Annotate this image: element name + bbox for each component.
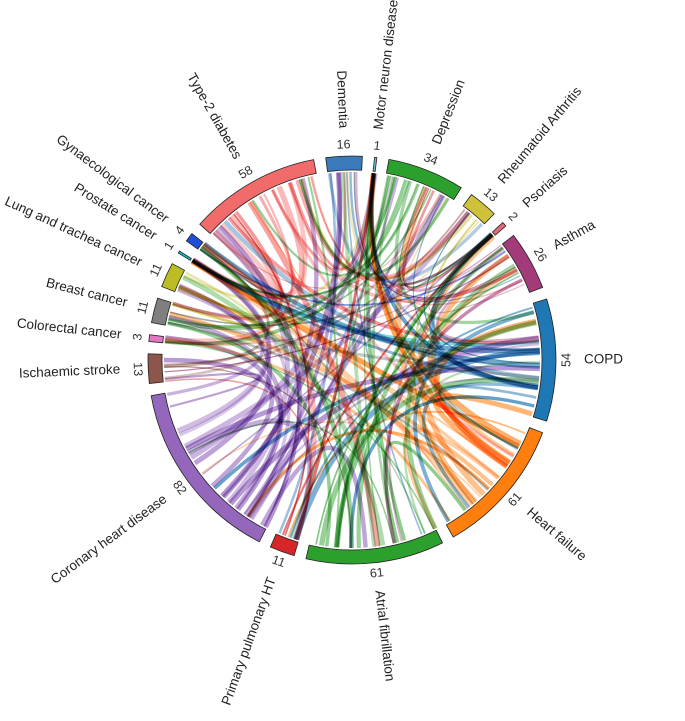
label-depression: Depression — [429, 77, 468, 146]
label-motor-neuron-disease: Motor neuron disease — [371, 0, 401, 130]
chord-coronary-heart-disease — [178, 283, 272, 466]
count-breast-cancer: 11 — [134, 299, 151, 315]
arc-dementia — [325, 155, 363, 173]
arcs-layer — [147, 155, 557, 565]
arc-copd — [532, 298, 557, 422]
chord-coronary-heart-disease — [251, 186, 428, 521]
arc-gynaecological-cancer — [185, 233, 204, 250]
chord-coronary-heart-disease — [246, 194, 446, 519]
label-breast-cancer: Breast cancer — [45, 275, 130, 310]
count-primary-pulmonary-ht: 11 — [270, 553, 287, 571]
chord-type-2-diabetes — [212, 193, 441, 289]
count-type-2-diabetes: 58 — [236, 163, 255, 182]
arc-asthma — [501, 234, 544, 293]
label-colorectal-cancer: Colorectal cancer — [16, 315, 123, 341]
chord-lung-and-trachea-cancer — [164, 271, 266, 347]
chord-atrial-fibrillation — [382, 440, 467, 543]
label-coronary-heart-disease: Coronary heart disease — [48, 491, 170, 587]
arc-motor-neuron-disease — [372, 156, 378, 172]
chord-type-2-diabetes — [191, 185, 305, 300]
chord-type-2-diabetes — [247, 200, 381, 547]
chord-atrial-fibrillation — [307, 176, 341, 548]
arc-primary-pulmonary-ht — [269, 533, 299, 557]
chord-type-2-diabetes — [229, 214, 317, 541]
label-copd: COPD — [584, 352, 623, 367]
count-copd: 54 — [559, 353, 573, 367]
arc-coronary-heart-disease — [150, 392, 267, 543]
label-rheumatoid-arthritis: Rheumatoid Arthritis — [495, 84, 585, 187]
label-asthma: Asthma — [550, 217, 598, 253]
count-rheumatoid-arthritis: 13 — [481, 185, 501, 205]
chord-type-2-diabetes — [172, 210, 284, 321]
count-atrial-fibrillation: 61 — [369, 565, 384, 581]
chord-coronary-heart-disease — [249, 377, 539, 520]
arc-lung-and-trachea-cancer — [161, 263, 186, 293]
count-motor-neuron-disease: 1 — [373, 138, 382, 153]
chord-type-2-diabetes — [287, 172, 347, 270]
count-psoriasis: 2 — [505, 209, 520, 224]
count-colorectal-cancer: 3 — [130, 333, 145, 341]
chord-ischaemic-stroke — [164, 366, 352, 549]
label-heart-failure: Heart failure — [524, 504, 590, 563]
chord-atrial-fibrillation — [403, 361, 541, 534]
chord-type-2-diabetes — [227, 216, 540, 345]
count-depression: 34 — [422, 150, 440, 168]
chord-coronary-heart-disease — [185, 365, 540, 451]
chord-type-2-diabetes — [310, 176, 493, 287]
count-lung-and-trachea-cancer: 11 — [147, 261, 165, 279]
count-prostate-cancer: 1 — [161, 239, 177, 252]
arc-heart-failure — [445, 427, 544, 538]
arc-depression — [385, 158, 462, 201]
label-type-2-diabetes: Type-2 diabetes — [184, 71, 245, 162]
chord-atrial-fibrillation — [333, 320, 537, 548]
chord-type-2-diabetes — [288, 173, 377, 271]
count-gynaecological-cancer: 4 — [172, 223, 187, 237]
chords-layer — [163, 171, 541, 549]
arc-prostate-cancer — [177, 250, 192, 261]
label-atrial-fibrillation: Atrial fibrillation — [372, 589, 397, 682]
label-lung-and-trachea-cancer: Lung and trachea cancer — [3, 193, 146, 269]
chord-heart-failure — [201, 421, 482, 498]
chord-breast-cancer — [168, 314, 540, 380]
arc-colorectal-cancer — [148, 334, 164, 344]
label-primary-pulmonary-ht: Primary pulmonary HT — [218, 575, 278, 707]
count-heart-failure: 61 — [505, 489, 525, 509]
label-psoriasis: Psoriasis — [520, 163, 571, 211]
chord-depression — [251, 180, 410, 277]
chord-type-2-diabetes — [164, 193, 294, 345]
count-dementia: 16 — [336, 137, 350, 152]
chord-primary-pulmonary-ht — [281, 234, 494, 536]
count-coronary-heart-disease: 82 — [170, 478, 190, 498]
arc-atrial-fibrillation — [305, 529, 444, 565]
arc-psoriasis — [491, 221, 507, 236]
chord-coronary-heart-disease — [243, 177, 399, 515]
arc-breast-cancer — [150, 297, 172, 326]
arc-rheumatoid-arthritis — [462, 194, 495, 225]
arc-type-2-diabetes — [199, 159, 317, 235]
chord-coronary-heart-disease — [164, 372, 261, 408]
arc-ischaemic-stroke — [147, 353, 164, 385]
count-asthma: 26 — [531, 245, 550, 264]
label-dementia: Dementia — [334, 70, 351, 129]
count-ischaemic-stroke: 13 — [131, 362, 146, 377]
label-ischaemic-stroke: Ischaemic stroke — [19, 361, 121, 380]
